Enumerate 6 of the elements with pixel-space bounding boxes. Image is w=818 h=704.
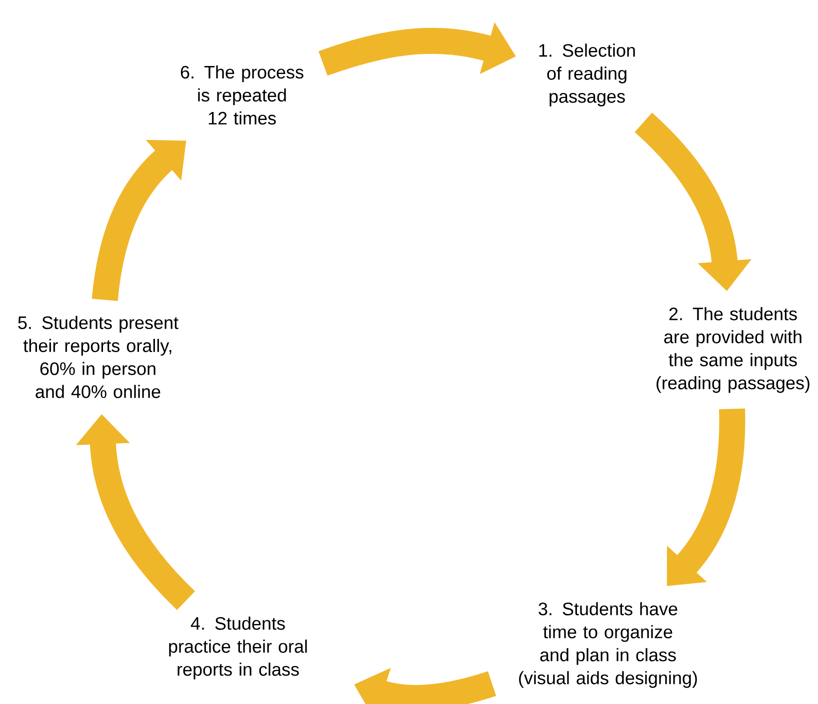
step-text: 3. Students have time to organize and plan in class (visual aids designing) [519, 602, 697, 688]
step-text: 1. Selection of reading passages [539, 44, 635, 106]
step-text: 6. The process is repeated 12 times [180, 65, 304, 125]
step-text: 4. Students practice their oral reports in class [169, 616, 307, 680]
step-text: 2. The students are provided with the same inputs (reading passages) [656, 307, 810, 393]
step-text: 5. Students present their reports orally, 60% in person and 40% online [18, 316, 178, 398]
